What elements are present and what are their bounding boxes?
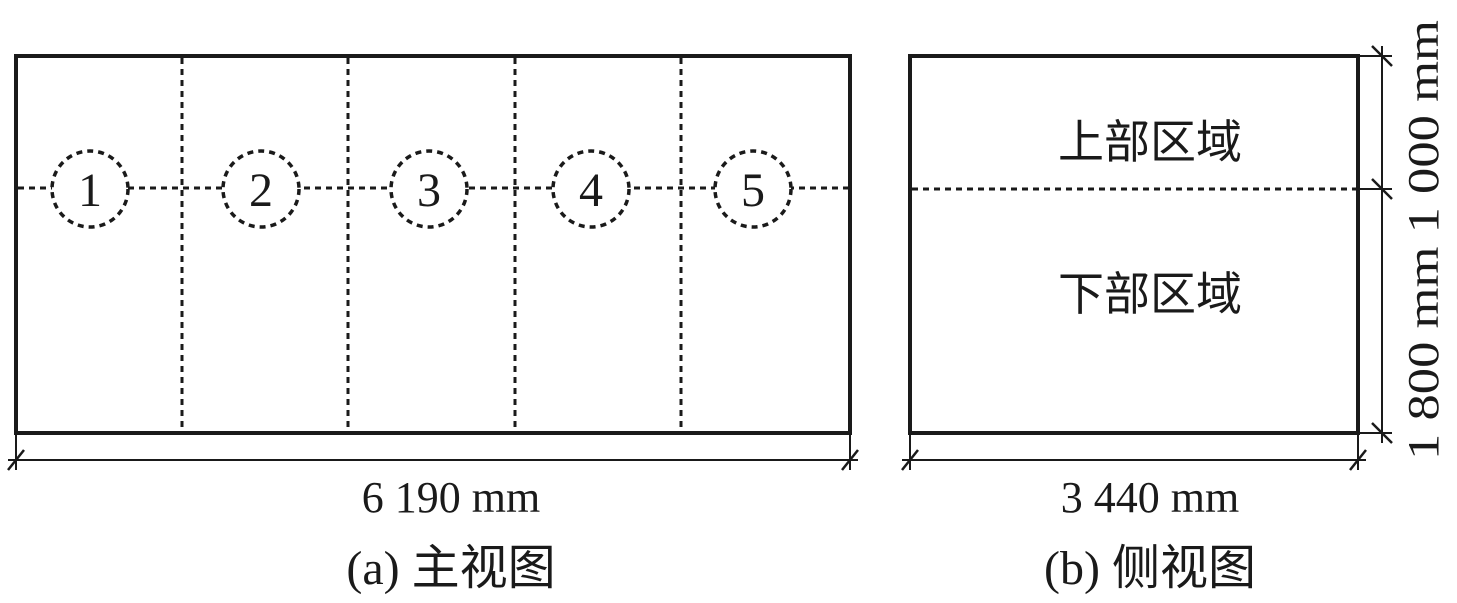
side-height-dimension — [1358, 45, 1393, 444]
zone-marker: 2 — [221, 149, 301, 229]
zone-marker: 1 — [50, 149, 130, 229]
zone-circle — [551, 149, 631, 229]
zone-circle — [389, 149, 469, 229]
zone-circle — [221, 149, 301, 229]
zone-circle — [713, 149, 793, 229]
zone-number: 3 — [417, 164, 441, 217]
zone-marker: 4 — [551, 149, 631, 229]
zone-number: 4 — [579, 164, 603, 217]
zone-number: 2 — [249, 164, 273, 217]
side-view: 上部区域 下部区域 3 440 mm (b) 侧视图 1 800 mm 1 00… — [901, 20, 1448, 595]
front-view: 1 2 3 4 5 6 190 mm (a) 主视图 — [7, 54, 859, 595]
side-view-frame — [908, 54, 1360, 435]
front-width-label: 6 190 mm — [362, 473, 540, 522]
zone-number: 5 — [741, 164, 765, 217]
side-height-label: 1 800 mm 1 000 mm — [1399, 20, 1448, 460]
zone-number: 1 — [78, 164, 102, 217]
front-view-caption: (a) 主视图 — [346, 542, 555, 595]
zone-marker: 3 — [389, 149, 469, 229]
side-width-dimension — [901, 433, 1367, 471]
side-view-caption: (b) 侧视图 — [1044, 542, 1256, 595]
front-width-dimension — [7, 433, 859, 471]
upper-region-label: 上部区域 — [1058, 117, 1242, 168]
lower-region-label: 下部区域 — [1058, 269, 1242, 320]
zone-circle — [50, 149, 130, 229]
zone-marker: 5 — [713, 149, 793, 229]
side-width-label: 3 440 mm — [1061, 473, 1239, 522]
front-view-frame — [14, 54, 852, 435]
